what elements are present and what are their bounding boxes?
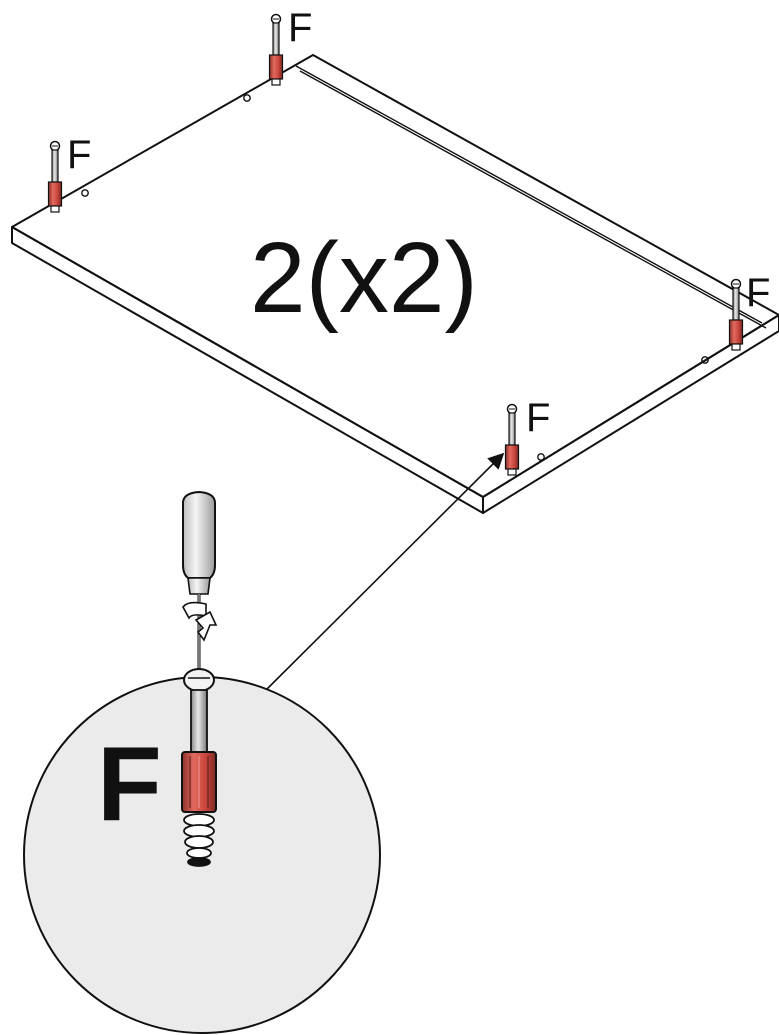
fitting-right: F bbox=[728, 271, 770, 351]
screwdriver-icon bbox=[182, 490, 216, 675]
cam-dowel-icon bbox=[268, 13, 284, 86]
fitting-label: F bbox=[746, 271, 770, 315]
panel-board bbox=[11, 54, 779, 514]
fitting-label: F bbox=[526, 396, 550, 440]
fitting-front: F bbox=[504, 396, 550, 476]
hole bbox=[537, 453, 545, 461]
panel-holes bbox=[81, 94, 709, 461]
fitting-label: F bbox=[288, 6, 312, 50]
panel-groove-line-1 bbox=[295, 65, 763, 324]
panel-right-edge bbox=[482, 314, 779, 514]
cam-dowel-icon bbox=[504, 403, 520, 476]
cam-dowel-icon bbox=[47, 140, 63, 213]
rotation-arrow-icon bbox=[182, 601, 218, 642]
cam-dowel-icon bbox=[181, 668, 217, 867]
fitting-label: F bbox=[67, 133, 91, 177]
fitting-top-center: F bbox=[268, 6, 312, 86]
cam-dowel-icon bbox=[728, 278, 744, 351]
hole bbox=[243, 94, 251, 102]
hole bbox=[81, 189, 89, 197]
detail-label: F bbox=[97, 725, 162, 843]
callout-arrow-icon bbox=[265, 452, 505, 691]
panel-groove-line-2 bbox=[299, 70, 767, 329]
fitting-left: F bbox=[47, 133, 91, 213]
hole bbox=[701, 356, 709, 364]
quantity-label: 2(x2) bbox=[250, 222, 478, 334]
detail-view: F bbox=[23, 490, 381, 1034]
